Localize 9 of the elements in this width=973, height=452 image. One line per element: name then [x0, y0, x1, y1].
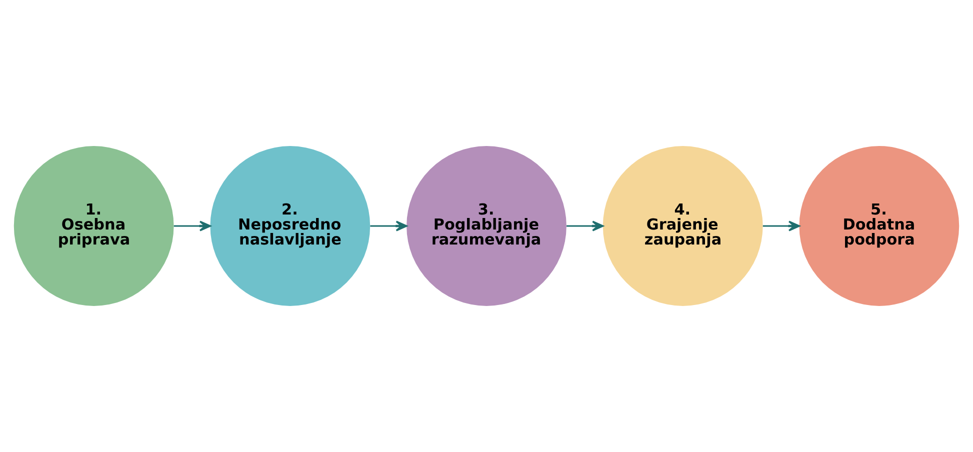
node-circle: 2. Neposredno naslavljanje [210, 146, 370, 306]
node-circle: 5. Dodatna podpora [799, 146, 960, 306]
arrow [566, 220, 604, 232]
node-circle: 4. Grajenje zaupanja [602, 146, 763, 306]
node-circle: 1. Osebna priprava [14, 146, 174, 306]
arrow [762, 220, 800, 232]
arrow [370, 220, 408, 232]
node-circle: 3. Poglabljanje razumevanja [406, 146, 566, 306]
arrow [174, 220, 211, 232]
